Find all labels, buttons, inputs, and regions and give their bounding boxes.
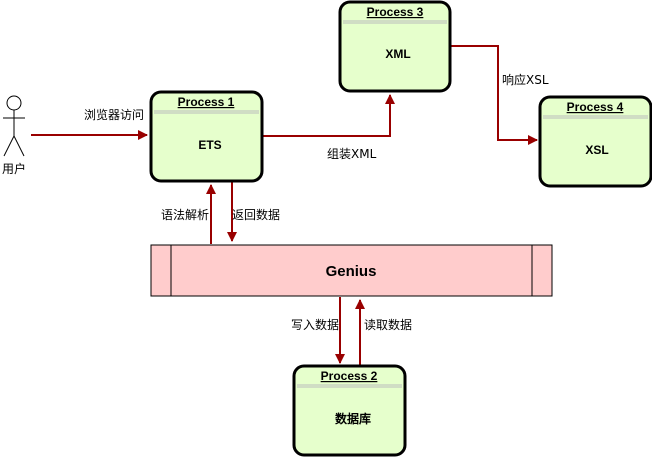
user-label: 用户 xyxy=(2,161,26,176)
user-stick-figure-icon xyxy=(3,95,25,157)
genius-label: Genius xyxy=(326,263,377,280)
label-return-data: 返回数据 xyxy=(232,207,280,222)
process-2-title: Process 2 xyxy=(321,369,378,383)
label-read-data: 读取数据 xyxy=(364,317,412,332)
process-3-body: XML xyxy=(385,47,410,61)
edge-ets-to-xml xyxy=(262,94,395,137)
edges xyxy=(31,45,538,365)
process-1-ets: Process 1 ETS xyxy=(149,90,264,183)
process-1-title: Process 1 xyxy=(178,95,235,109)
process-3-title: Process 3 xyxy=(367,5,424,19)
process-2-database: Process 2 数据库 xyxy=(292,364,407,457)
user-actor: 用户 xyxy=(2,95,26,176)
process-4-body: XSL xyxy=(585,143,608,157)
label-write-data: 写入数据 xyxy=(291,317,339,332)
label-respond-xsl: 响应XSL xyxy=(502,72,549,87)
label-browser-access: 浏览器访问 xyxy=(84,107,144,122)
genius-subroutine: Genius xyxy=(150,244,553,297)
label-assemble-xml: 组装XML xyxy=(327,147,377,161)
process-3-xml: Process 3 XML xyxy=(338,0,452,93)
process-2-body: 数据库 xyxy=(335,411,371,426)
label-parse-syntax: 语法解析 xyxy=(161,208,209,222)
process-4-xsl: Process 4 XSL xyxy=(538,95,652,188)
process-1-body: ETS xyxy=(198,138,221,152)
edge-xml-to-xsl xyxy=(450,45,538,145)
process-4-title: Process 4 xyxy=(567,100,624,114)
